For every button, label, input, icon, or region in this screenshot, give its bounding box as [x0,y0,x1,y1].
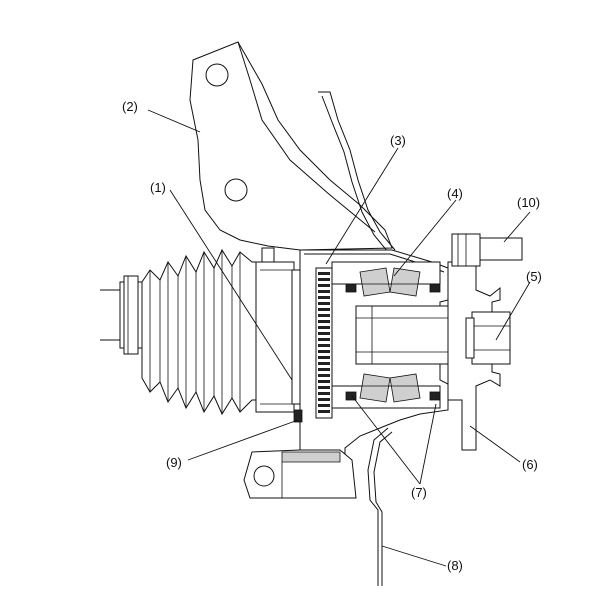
leader-10 [503,211,531,243]
tone-ring-tooth [318,410,330,413]
callout-7: (7) [411,485,427,500]
tone-ring-tooth [318,302,330,305]
callout-1: (1) [150,180,166,195]
tone-ring-tooth [318,392,330,395]
lower-knuckle [243,449,357,499]
leader-6 [469,425,521,463]
tone-ring-tooth [318,308,330,311]
callout-10: (10) [517,195,541,210]
callout-5: (5) [526,269,542,284]
tone-ring-tooth [318,368,330,371]
tone-ring-tooth [318,290,330,293]
splash-plate [367,427,393,586]
outer-cv-joint-housing [255,247,305,413]
hub-nut [465,311,511,365]
snap-ring [293,409,303,423]
leader-2 [147,109,201,133]
tone-ring-tooth [318,320,330,323]
leader-4 [393,199,457,277]
callout-3: (3) [390,133,406,148]
tone-ring-tooth [318,398,330,401]
tone-ring-tooth [318,332,330,335]
callout-9: (9) [166,455,182,470]
tone-ring-tooth [318,350,330,353]
callout-4: (4) [447,186,463,201]
tone-ring-tooth [318,362,330,365]
leader-1 [169,189,293,381]
tone-ring-tooth [318,278,330,281]
tone-ring-tooth [318,344,330,347]
leader-7b [419,403,437,485]
tone-ring-tooth [318,314,330,317]
tone-ring-tooth [318,272,330,275]
drive-shaft-stub [100,275,145,355]
tone-ring-tooth [318,380,330,383]
callout-8: (8) [447,558,463,573]
leader-3 [325,147,399,265]
tone-ring-tooth [318,296,330,299]
tone-ring-tooth [318,338,330,341]
oil-seals [345,283,441,401]
steering-knuckle-upper-arm [189,41,393,251]
callout-6: (6) [522,457,538,472]
wheel-stud [451,233,523,267]
wheel-bearing [331,261,441,409]
leader-lines [147,109,531,567]
dust-shield [318,91,396,253]
tone-ring-tooth [318,356,330,359]
tone-ring-tooth [318,374,330,377]
leader-5 [495,281,531,341]
tone-ring-tooth [318,284,330,287]
cv-joint-boot [141,248,259,416]
tone-ring-tooth [318,326,330,329]
leader-9 [187,419,299,461]
abs-tone-ring [315,267,333,419]
leader-7a [351,395,421,485]
leader-8 [381,545,447,567]
callout-2: (2) [122,99,138,114]
tone-ring-tooth [318,386,330,389]
tone-ring-tooth [318,404,330,407]
